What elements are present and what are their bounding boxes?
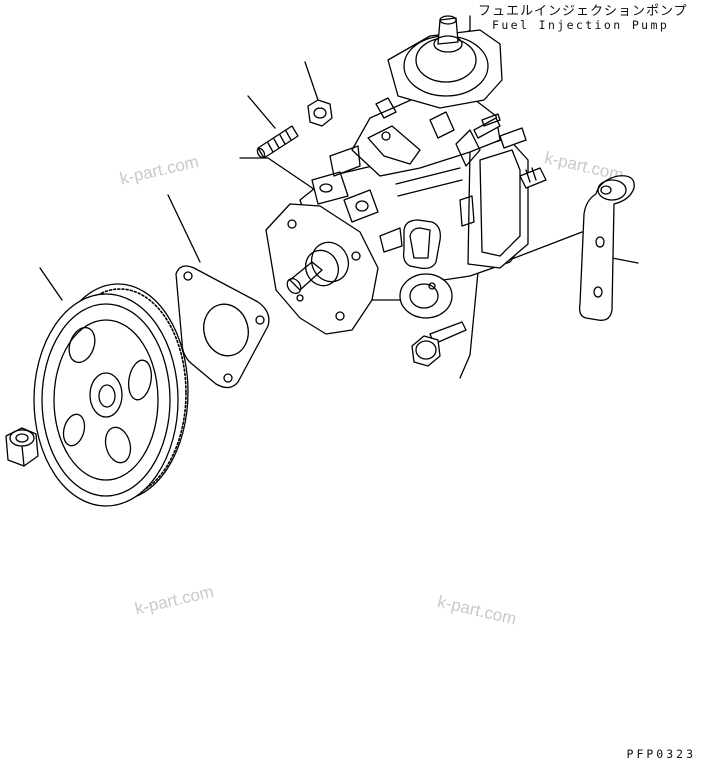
timing-gear bbox=[34, 284, 188, 506]
fuel-injection-pump bbox=[266, 16, 546, 334]
pump-bracket bbox=[580, 176, 635, 321]
gasket bbox=[176, 266, 269, 388]
stud-nut bbox=[308, 100, 332, 126]
flange-bolt bbox=[412, 322, 466, 366]
part-title-japanese: フュエルインジェクションポンプ bbox=[478, 4, 688, 19]
stud-bolt bbox=[256, 126, 298, 159]
gear-nut bbox=[6, 428, 38, 466]
part-title-english: Fuel Injection Pump bbox=[492, 18, 670, 32]
drawing-code: PFP0323 bbox=[626, 747, 696, 761]
